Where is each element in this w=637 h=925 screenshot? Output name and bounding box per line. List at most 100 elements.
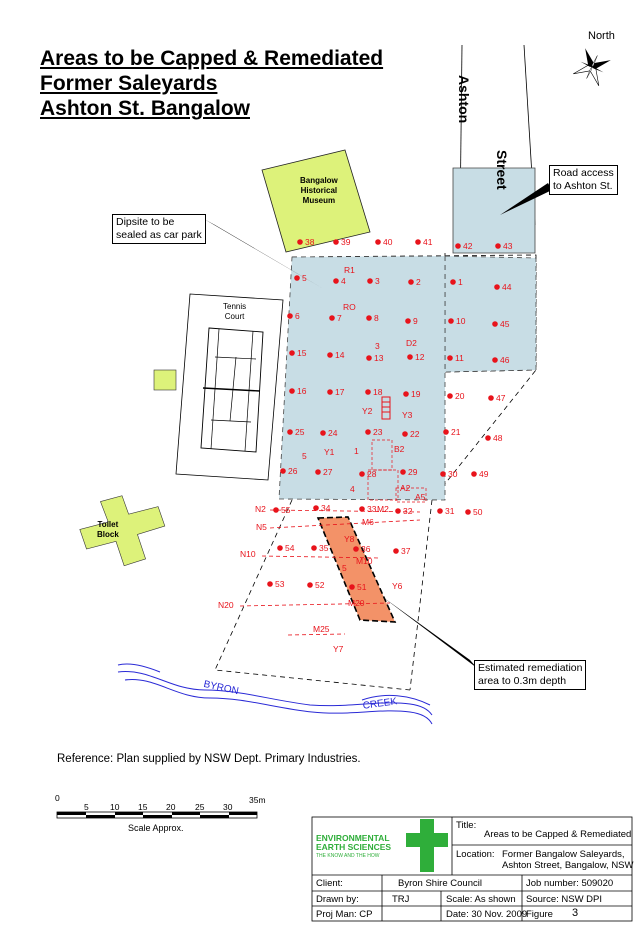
svg-text:25: 25 <box>295 427 305 437</box>
tb-date: Date: 30 Nov. 2009 <box>446 909 528 920</box>
map-label-a5: A5 <box>415 492 426 502</box>
svg-text:20: 20 <box>455 391 465 401</box>
road-access-area <box>452 167 536 254</box>
logo-text: ENVIRONMENTAL EARTH SCIENCES THE KNOW AN… <box>316 833 392 860</box>
dipsite-car-park <box>278 255 446 501</box>
sample-point-20: 20 <box>447 391 465 401</box>
svg-text:23: 23 <box>373 427 383 437</box>
svg-text:9: 9 <box>413 316 418 326</box>
svg-text:12: 12 <box>415 352 425 362</box>
map-label-n20: N20 <box>218 600 234 610</box>
sample-point-3: 3 <box>367 276 380 286</box>
svg-text:49: 49 <box>479 469 489 479</box>
sample-point-40: 40 <box>375 237 393 247</box>
tb-drawn-value: TRJ <box>392 894 410 905</box>
svg-text:6: 6 <box>295 311 300 321</box>
title-line-1: Areas to be Capped & Remediated <box>40 47 384 70</box>
map-label-m25: M25 <box>313 624 330 634</box>
remediation-callout-arrow <box>380 595 477 668</box>
sample-point-47: 47 <box>488 393 506 403</box>
sample-point-1: 1 <box>450 277 463 287</box>
svg-text:26: 26 <box>288 466 298 476</box>
svg-text:55: 55 <box>281 505 291 515</box>
road-access-callout: Road access to Ashton St. <box>549 165 618 195</box>
map-label-m2: M2 <box>377 504 389 514</box>
tb-title-label: Title: <box>456 820 477 831</box>
sample-point-22: 22 <box>402 429 420 439</box>
sample-point-55: 55 <box>273 505 291 515</box>
sample-point-18: 18 <box>365 387 383 397</box>
tb-drawn-label: Drawn by: <box>316 894 359 905</box>
museum-building <box>261 149 371 253</box>
scale-tick-35: 35m <box>249 795 266 805</box>
svg-text:14: 14 <box>335 350 345 360</box>
svg-text:3: 3 <box>375 276 380 286</box>
map-label-y2: Y2 <box>362 406 373 416</box>
svg-text:16: 16 <box>297 386 307 396</box>
reference-note: Reference: Plan supplied by NSW Dept. Pr… <box>57 753 361 765</box>
north-arrow-icon <box>573 48 611 86</box>
svg-text:34: 34 <box>321 503 331 513</box>
svg-text:32: 32 <box>403 506 413 516</box>
sample-point-24: 24 <box>320 428 338 438</box>
title-line-3: Ashton St. Bangalow <box>40 97 250 120</box>
sample-point-17: 17 <box>327 387 345 397</box>
svg-text:8: 8 <box>374 313 379 323</box>
sample-point-33: 33 <box>359 504 377 514</box>
svg-text:10: 10 <box>456 316 466 326</box>
tb-figure-label: Figure <box>526 909 553 920</box>
svg-text:4: 4 <box>341 276 346 286</box>
sample-point-38: 38 <box>297 237 315 247</box>
svg-text:11: 11 <box>455 353 464 363</box>
svg-text:47: 47 <box>496 393 506 403</box>
road-access-lower <box>444 255 537 373</box>
sample-point-36: 36 <box>353 544 371 554</box>
map-label-m20: M20 <box>348 598 365 608</box>
street-label-ashton: Ashton <box>456 75 472 124</box>
scale-label: Scale Approx. <box>128 823 184 833</box>
svg-text:2: 2 <box>416 277 421 287</box>
svg-text:31: 31 <box>445 506 455 516</box>
svg-text:18: 18 <box>373 387 383 397</box>
svg-text:24: 24 <box>328 428 338 438</box>
svg-text:37: 37 <box>401 546 411 556</box>
svg-text:13: 13 <box>374 353 384 363</box>
map-label-3: 3 <box>375 341 380 351</box>
tb-client-value: Byron Shire Council <box>398 878 482 889</box>
svg-text:28: 28 <box>367 469 377 479</box>
remediation-callout: Estimated remediation area to 0.3m depth <box>474 660 587 690</box>
svg-text:48: 48 <box>493 433 503 443</box>
section-lines <box>239 509 421 636</box>
sample-point-39: 39 <box>333 237 351 247</box>
sample-point-31: 31 <box>437 506 455 516</box>
sample-point-6: 6 <box>287 311 300 321</box>
sample-point-28: 28 <box>359 469 377 479</box>
dip-ladder <box>381 396 391 420</box>
map-label-y1: Y1 <box>324 447 335 457</box>
svg-text:50: 50 <box>473 507 483 517</box>
street-label-street: Street <box>494 150 510 190</box>
map-label-5: 5 <box>302 451 307 461</box>
map-label-n2: N2 <box>255 504 266 514</box>
tb-scale: Scale: As shown <box>446 894 516 905</box>
scale-tick-0: 0 <box>55 793 60 803</box>
map-label-4: 4 <box>350 484 355 494</box>
sample-point-29: 29 <box>400 467 418 477</box>
sample-point-14: 14 <box>327 350 345 360</box>
svg-text:15: 15 <box>297 348 307 358</box>
sample-point-32: 32 <box>395 506 413 516</box>
sample-point-30: 30 <box>440 469 458 479</box>
small-structure <box>153 369 177 391</box>
dipsite-callout-arrow <box>204 219 322 288</box>
map-label-n5: N5 <box>256 522 267 532</box>
sample-point-50: 50 <box>465 507 483 517</box>
sample-point-43: 43 <box>495 241 513 251</box>
tb-projman: Proj Man: CP <box>316 909 373 920</box>
svg-text:45: 45 <box>500 319 510 329</box>
svg-text:40: 40 <box>383 237 393 247</box>
map-label-b2: B2 <box>394 444 405 454</box>
svg-text:51: 51 <box>357 582 367 592</box>
sample-point-52: 52 <box>307 580 325 590</box>
svg-text:27: 27 <box>323 467 333 477</box>
